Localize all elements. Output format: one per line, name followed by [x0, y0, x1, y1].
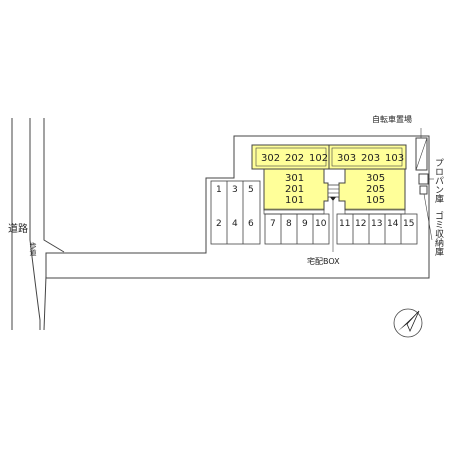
unit-303: 303	[337, 153, 356, 164]
parking-space-14: 14	[387, 219, 399, 229]
unit-203: 203	[361, 153, 380, 164]
site-boundary	[45, 135, 430, 279]
sidewalk-label: 歩道	[29, 241, 37, 257]
parking-space-9: 9	[302, 219, 308, 229]
parking-mid-block: 7 8 9 10	[264, 213, 330, 245]
parking-space-6: 6	[248, 219, 254, 229]
stair-symbol	[327, 184, 340, 201]
unit-201: 201	[285, 184, 304, 195]
bicycle-parking-label: 自転車置場	[372, 114, 412, 124]
parking-space-5: 5	[248, 185, 254, 195]
road	[11, 118, 65, 331]
unit-301: 301	[285, 173, 304, 184]
building-east-stack: 305 205 105	[338, 168, 406, 215]
unit-305: 305	[366, 173, 385, 184]
unit-101: 101	[285, 195, 304, 206]
unit-205: 205	[366, 184, 385, 195]
garbage-storage-label: ゴミ収納庫	[433, 210, 444, 257]
unit-105: 105	[366, 195, 385, 206]
parking-space-12: 12	[355, 219, 366, 229]
parking-space-1: 1	[216, 185, 222, 195]
unit-302: 302	[261, 153, 280, 164]
garbage-storage	[419, 185, 433, 241]
parking-space-10: 10	[315, 219, 327, 229]
unit-102: 102	[309, 153, 328, 164]
building-top-row: 302 202 102 303 203 103	[251, 144, 407, 170]
parking-space-15: 15	[403, 219, 414, 229]
road-label: 道路	[8, 222, 28, 235]
parking-space-4: 4	[232, 219, 238, 229]
building-west-stack: 301 201 101	[263, 168, 329, 215]
delivery-box-label: 宅配BOX	[307, 256, 340, 266]
parking-space-8: 8	[286, 219, 292, 229]
propane-storage-label: プロパン庫	[433, 158, 444, 204]
parking-space-11: 11	[339, 219, 350, 229]
parking-space-2: 2	[216, 219, 222, 229]
parking-space-3: 3	[232, 185, 238, 195]
north-arrow-icon	[393, 308, 423, 338]
propane-storage	[418, 173, 434, 185]
sidewalk-label-group: 歩道	[29, 241, 37, 257]
parking-right-block: 11 12 13 14 15	[336, 213, 418, 245]
unit-202: 202	[285, 153, 304, 164]
parking-left-block: 1 3 5 2 4 6	[210, 180, 261, 245]
unit-103: 103	[385, 153, 404, 164]
bicycle-parking	[415, 128, 428, 171]
parking-space-7: 7	[270, 219, 276, 229]
parking-space-13: 13	[371, 219, 382, 229]
